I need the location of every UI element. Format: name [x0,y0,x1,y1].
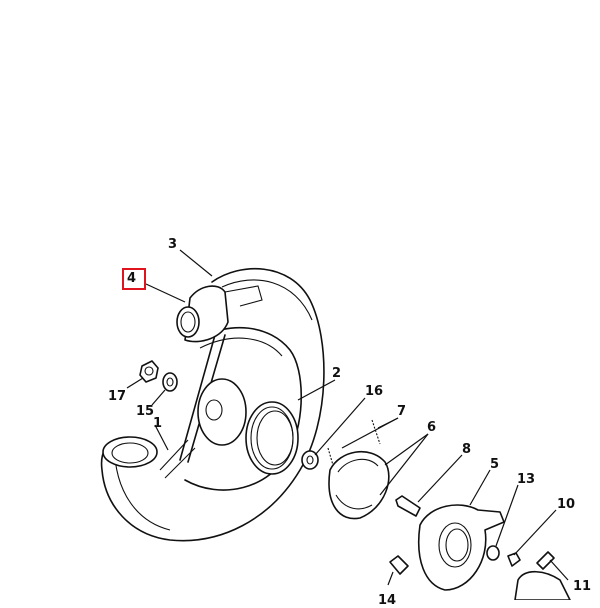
springs-7 [327,419,381,473]
washer-10 [507,552,521,567]
callout-7[interactable]: 7 [397,404,407,419]
washer-15 [162,372,178,392]
callout-3[interactable]: 3 [168,237,178,252]
callout-1[interactable]: 1 [153,416,163,431]
callout-13[interactable]: 13 [517,472,536,487]
bolt-11 [536,551,555,570]
washer-16 [301,450,319,470]
tire-valve-4 [176,285,263,343]
selected-part-highlight [122,268,146,290]
callout-10[interactable]: 10 [557,497,576,512]
callout-4[interactable]: 4 [127,271,137,286]
callout-17[interactable]: 17 [108,389,127,404]
callout-5[interactable]: 5 [490,457,500,472]
callout-2[interactable]: 2 [332,366,342,381]
hub [197,378,247,446]
nut-17 [139,360,159,383]
wheel-rim-1 [159,326,302,491]
bolt-14 [389,555,409,575]
callout-16[interactable]: 16 [365,384,384,399]
tire-cut-end [102,436,158,468]
callout-8[interactable]: 8 [462,442,472,457]
torque-arm [514,570,571,600]
seal-ring-2 [245,401,299,475]
callout-14[interactable]: 14 [378,593,397,608]
callout-11[interactable]: 11 [573,579,592,594]
brake-cam-8 [395,495,421,517]
leader-lines [126,249,569,586]
callout-6[interactable]: 6 [427,420,437,435]
collar-13 [486,545,500,561]
callout-15[interactable]: 15 [136,404,155,419]
brake-shoes-6 [328,450,390,520]
brake-plate-5 [417,504,505,591]
